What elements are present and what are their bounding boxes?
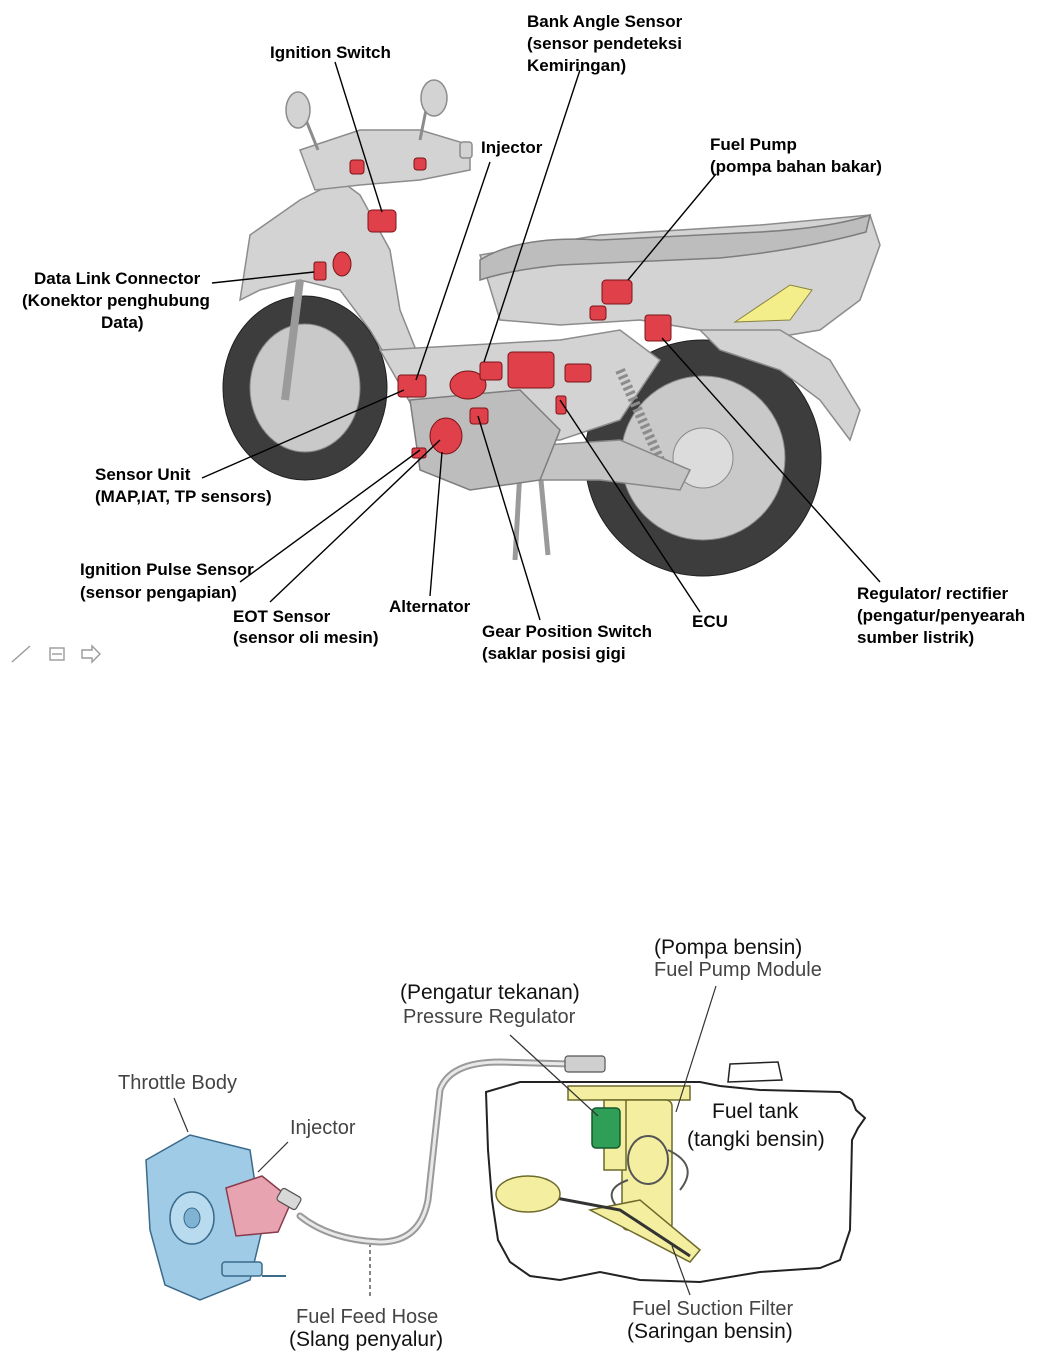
slide-toolbar[interactable] — [11, 644, 101, 664]
label-regulator-rectifier-3: sumber listrik) — [857, 628, 974, 647]
right-mirror — [420, 79, 448, 117]
label-bank-angle-sensor-2: (sensor pendeteksi — [527, 34, 682, 53]
label-sensor-unit: Sensor Unit — [95, 465, 191, 484]
label-fuel-suction-filter: Fuel Suction Filter — [632, 1298, 794, 1320]
tank-cap — [727, 1061, 783, 1083]
label-bank-angle-sensor: Bank Angle Sensor — [527, 12, 683, 31]
label-regulator-rectifier-2: (pengatur/penyearah — [857, 606, 1025, 625]
label-regulator-rectifier: Regulator/ rectifier — [857, 584, 1009, 603]
pressure-regulator — [591, 1107, 621, 1149]
component-alternator — [429, 417, 463, 455]
component-ecu — [507, 351, 555, 389]
front-rim — [249, 323, 361, 453]
label-fuel-pump-module: Fuel Pump Module — [654, 959, 822, 981]
tail-light — [733, 284, 813, 323]
component-fuel-pump — [601, 279, 633, 305]
label-data-link-connector: Data Link Connector — [34, 269, 201, 288]
label-pengatur-tekanan: (Pengatur tekanan) — [400, 981, 580, 1004]
fuel-float — [495, 1175, 561, 1213]
label-throttle-body: Throttle Body — [118, 1072, 237, 1094]
label-bank-angle-sensor-3: Kemiringan) — [527, 56, 626, 75]
throttle-body — [145, 1134, 286, 1301]
rear-fender — [698, 329, 861, 442]
leader-lines-bottom — [173, 985, 717, 1296]
injector-part — [225, 1175, 302, 1237]
label-fuel-pump-2: (pompa bahan bakar) — [710, 157, 882, 176]
label-slang-penyalur: (Slang penyalur) — [289, 1328, 443, 1351]
label-pompa-bensin: (Pompa bensin) — [654, 936, 802, 959]
label-pressure-regulator: Pressure Regulator — [403, 1006, 576, 1028]
label-data-link-connector-2: (Konektor penghubung — [22, 291, 210, 310]
left-mirror — [285, 91, 311, 129]
labels-bottom: (Pompa bensin) Fuel Pump Module (Pengatu… — [118, 936, 825, 1351]
component-sensor-unit — [397, 374, 427, 398]
label-ignition-switch: Ignition Switch — [270, 43, 391, 62]
label-fuel-feed-hose: Fuel Feed Hose — [296, 1306, 438, 1328]
label-injector: Injector — [481, 138, 543, 157]
label-tangki-bensin: (tangki bensin) — [687, 1128, 825, 1151]
component-injector — [449, 370, 487, 400]
label-fuel-tank: Fuel tank — [712, 1100, 799, 1123]
labels-top: Ignition Switch Bank Angle Sensor (senso… — [22, 12, 1025, 663]
leader-lines-top — [201, 61, 881, 621]
label-alternator: Alternator — [389, 597, 471, 616]
label-fuel-pump: Fuel Pump — [710, 135, 797, 154]
label-data-link-connector-3: Data) — [101, 313, 144, 332]
label-ignition-pulse-sensor-2: (sensor pengapian) — [80, 583, 237, 602]
label-eot-sensor-2: (sensor oli mesin) — [233, 628, 378, 647]
label-ignition-pulse-sensor: Ignition Pulse Sensor — [80, 560, 254, 579]
label-eot-sensor: EOT Sensor — [233, 607, 331, 626]
motorcycle-illustration — [222, 79, 881, 577]
component-regulator — [644, 314, 672, 342]
component-data-link-connector — [313, 261, 327, 281]
label-gear-position-switch-2: (saklar posisi gigi — [482, 644, 626, 663]
arrow-right-icon[interactable] — [81, 644, 101, 664]
pencil-icon[interactable] — [11, 645, 31, 663]
fuel-tank — [484, 1081, 867, 1284]
seat — [479, 213, 872, 282]
component-ignition-switch — [367, 209, 397, 233]
label-injector-bottom: Injector — [290, 1117, 356, 1139]
label-saringan-bensin: (Saringan bensin) — [627, 1320, 793, 1343]
page-icon[interactable] — [49, 647, 65, 661]
label-gear-position-switch: Gear Position Switch — [482, 622, 652, 641]
ecu-components — [313, 157, 672, 459]
handlebar-cover — [299, 129, 471, 191]
label-ecu: ECU — [692, 612, 728, 631]
label-sensor-unit-2: (MAP,IAT, TP sensors) — [95, 487, 272, 506]
